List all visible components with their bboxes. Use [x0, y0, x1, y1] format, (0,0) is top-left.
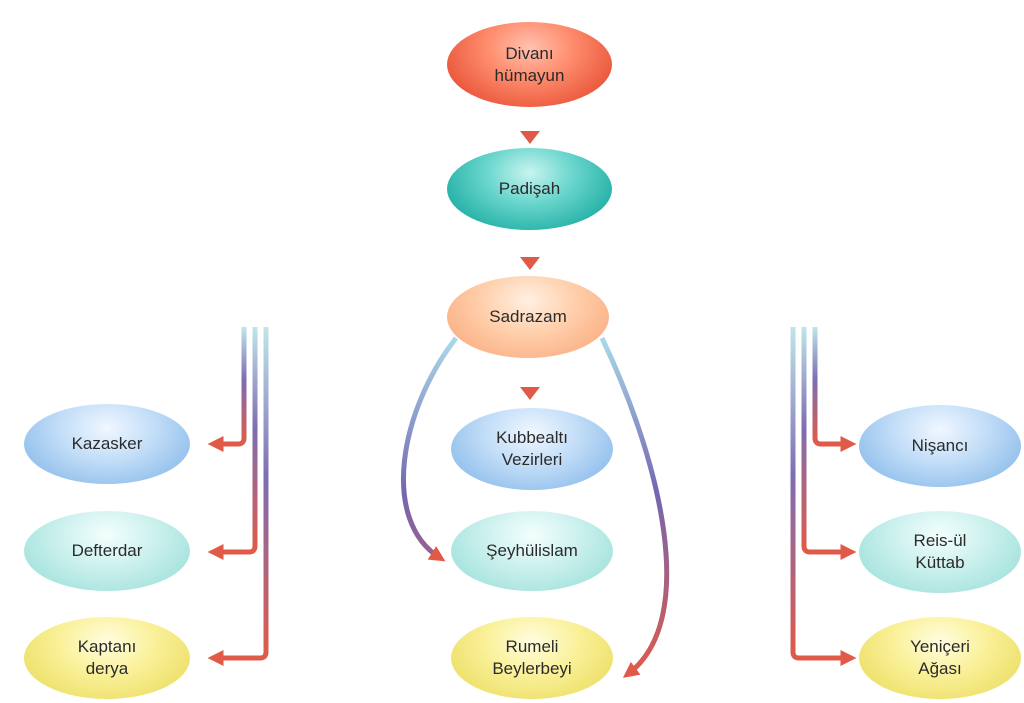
node-seyhulislam-label: Şeyhülislam: [486, 541, 578, 560]
node-sadrazam-label: Sadrazam: [489, 307, 567, 326]
connector-to-seyhulislam: [401, 336, 458, 562]
node-reis-line1: Reis-ül: [913, 531, 967, 550]
node-kaptani-derya: Kaptanı derya: [24, 617, 190, 699]
connector-to-reis: [801, 327, 857, 561]
node-kaptani-line1: Kaptanı: [77, 637, 137, 656]
node-padisah-label: Padişah: [498, 179, 561, 198]
node-divan-line1: Divanı: [505, 43, 554, 63]
node-kazasker-label: Kazasker: [71, 434, 143, 453]
node-reis-line2: Küttab: [915, 553, 965, 572]
arrow-sadrazam-to-kubbealti: [520, 367, 540, 400]
node-rumeli-line2: Beylerbeyi: [492, 659, 572, 678]
node-kubbealti-line2: Vezirleri: [501, 450, 563, 469]
connector-to-kazasker: [207, 327, 247, 453]
node-yeniceri-line1: Yeniçeri: [910, 637, 970, 656]
node-sadrazam: Sadrazam: [447, 276, 609, 358]
connector-to-defterdar: [207, 327, 258, 561]
node-nisanci: Nişancı: [859, 405, 1021, 487]
arrow-padisah-to-sadrazam: [520, 233, 540, 270]
node-defterdar: Defterdar: [24, 511, 190, 591]
node-seyhulislam: Şeyhülislam: [451, 511, 613, 591]
node-kubbealti-line1: Kubbealtı: [496, 428, 568, 447]
node-kaptani-line2: derya: [85, 659, 129, 678]
node-kazasker: Kazasker: [24, 404, 190, 484]
node-yeniceri-line2: Ağası: [918, 659, 962, 678]
connector-to-nisanci: [812, 327, 857, 453]
node-defterdar-label: Defterdar: [71, 541, 143, 560]
connector-to-yeniceri: [790, 327, 857, 667]
node-nisanci-label: Nişancı: [911, 436, 969, 455]
arrow-divan-to-padisah: [520, 112, 540, 144]
node-divan-line2: hümayun: [494, 65, 565, 85]
connector-to-kaptani: [207, 327, 269, 667]
connector-to-rumeli: [599, 336, 670, 678]
node-padisah: Padişah: [447, 148, 612, 230]
node-rumeli-line1: Rumeli: [505, 637, 559, 656]
